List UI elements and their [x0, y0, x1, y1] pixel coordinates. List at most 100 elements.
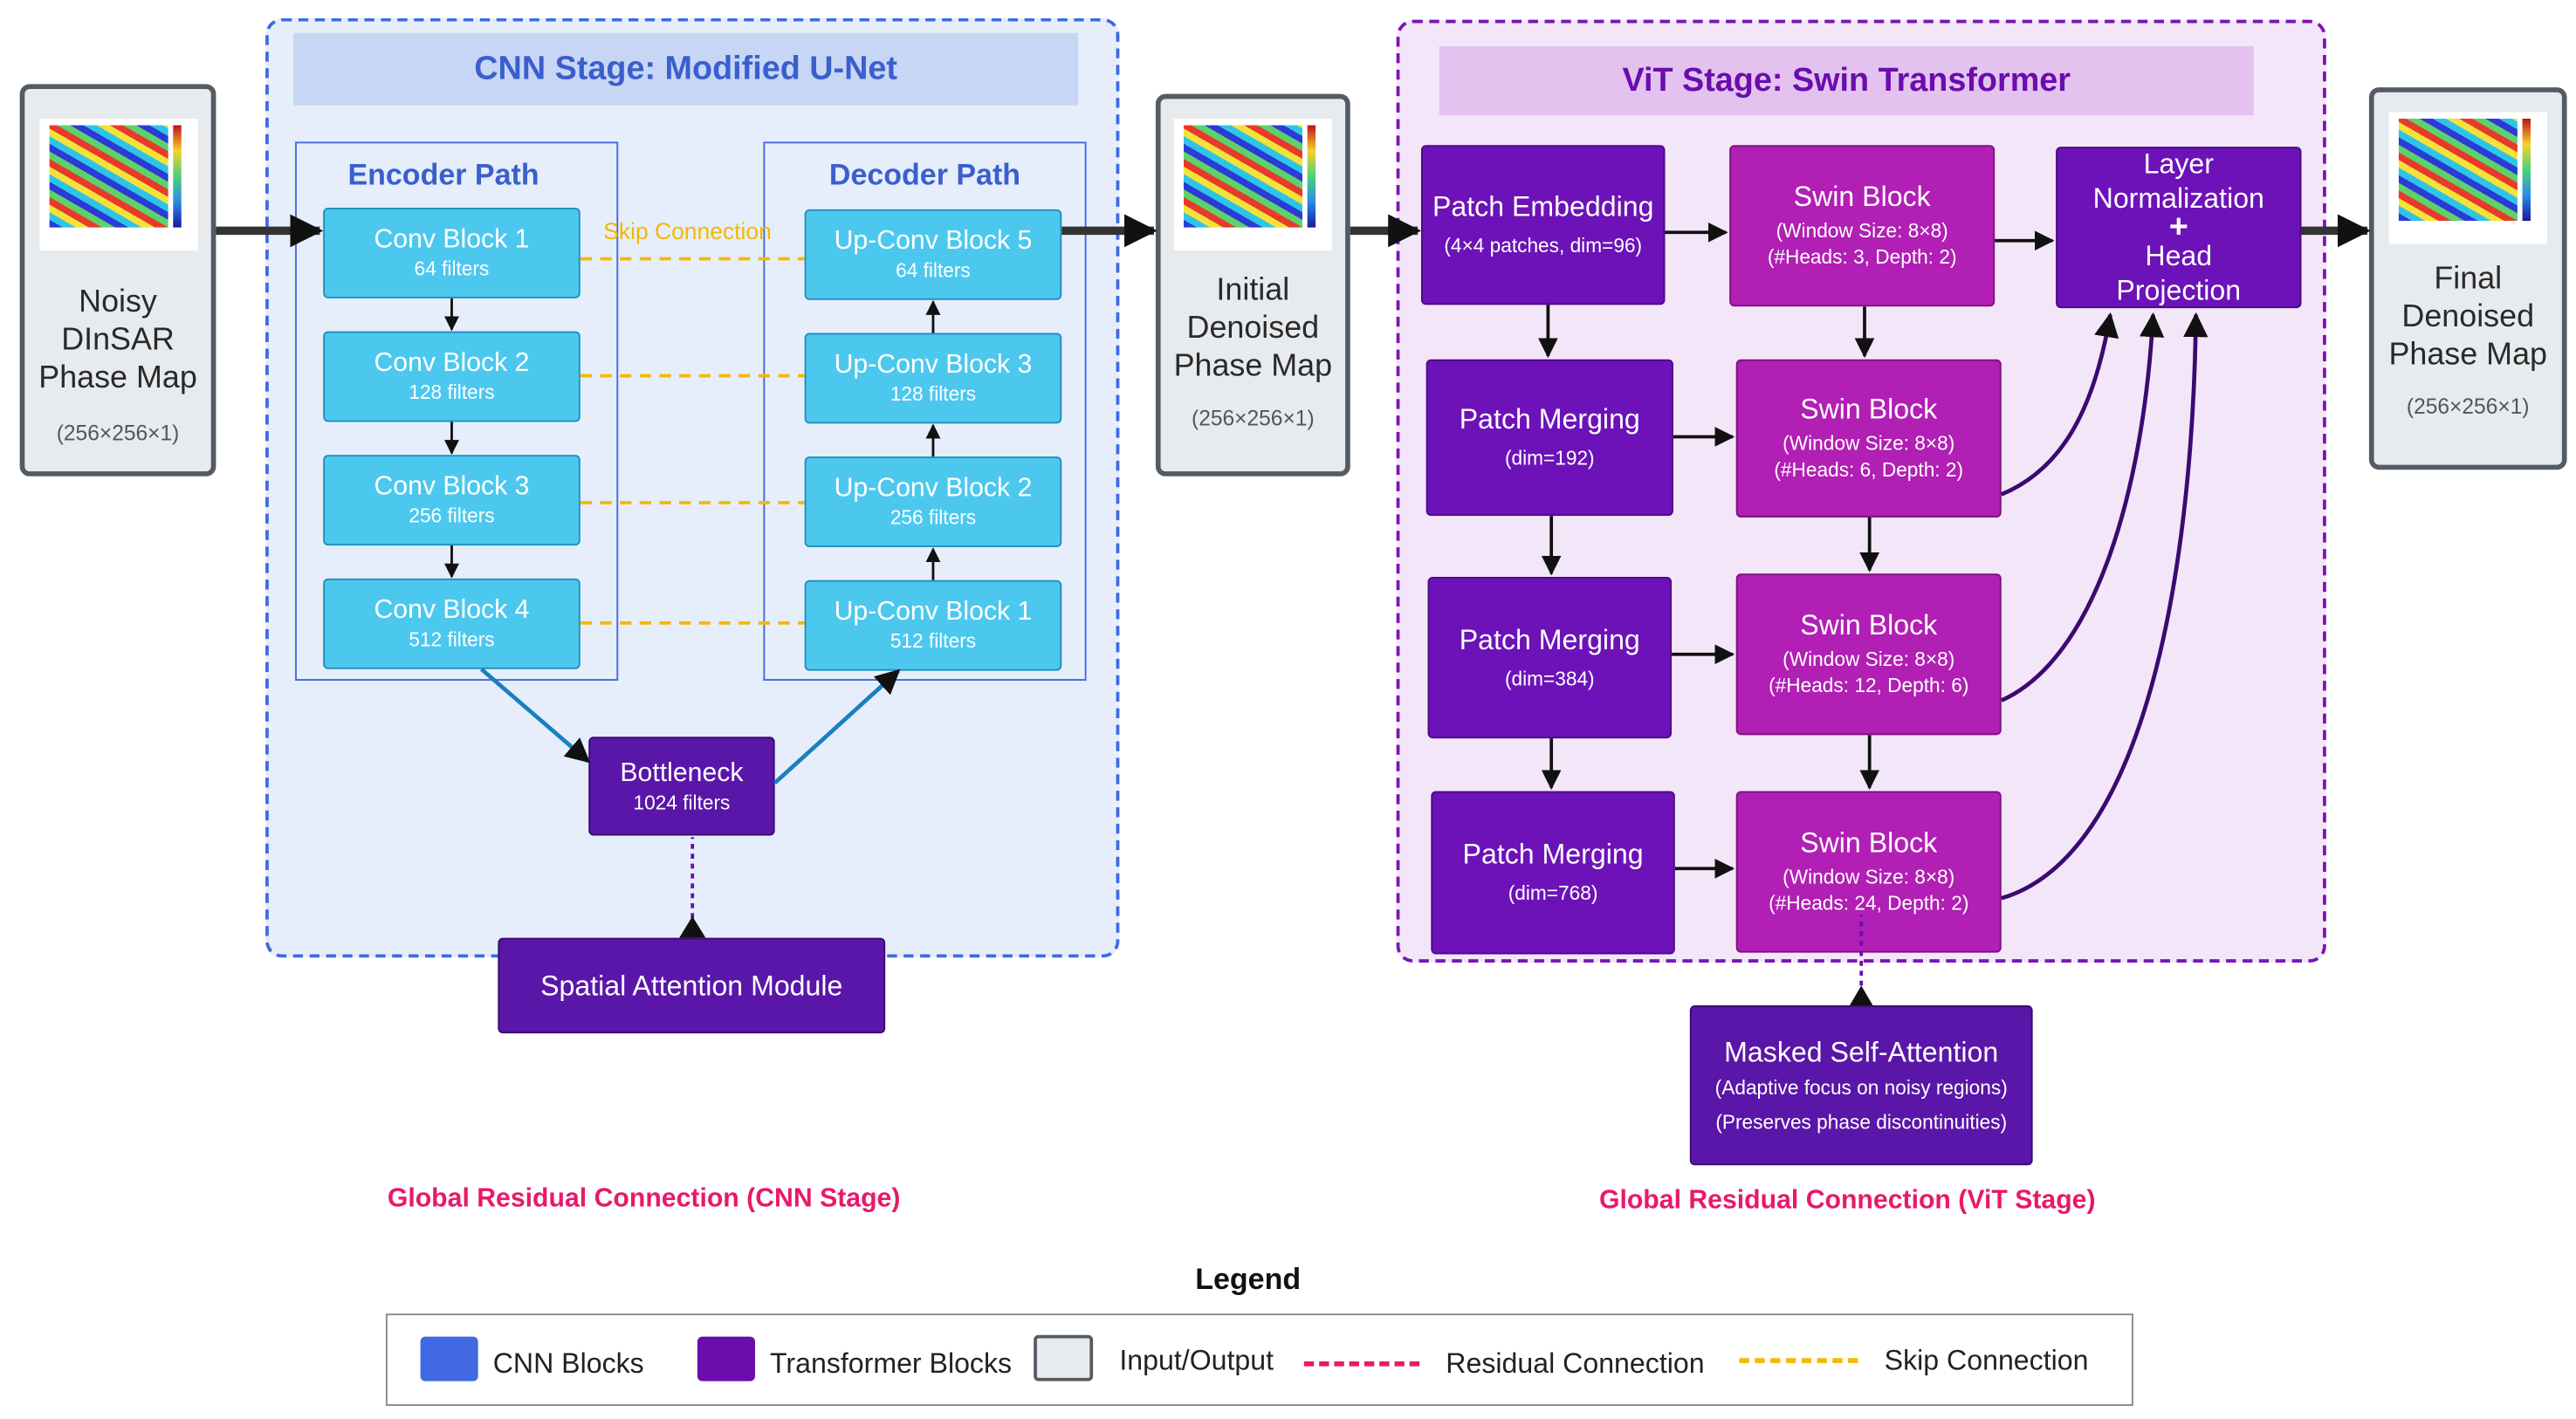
bottleneck-label: Bottleneck	[620, 758, 744, 787]
up-conv-block-5-label: Up-Conv Block 5	[834, 227, 1033, 256]
input-title-line-2: DInSAR	[61, 323, 175, 358]
conv-block-1-label: Conv Block 1	[374, 225, 530, 254]
patch-embedding-block: Patch Embedding (4×4 patches, dim=96)	[1420, 145, 1666, 305]
head-line-2: Normalization	[2092, 182, 2264, 215]
output-title-line-1: Final	[2434, 262, 2503, 297]
swin-block-4-label: Swin Block	[1800, 827, 1938, 859]
swin-block-2: Swin Block (Window Size: 8×8) (#Heads: 6…	[1735, 359, 2002, 518]
vit-residual-note: Global Residual Connection (ViT Stage)	[1598, 1186, 2096, 1215]
up-conv-block-1-label: Up-Conv Block 1	[834, 598, 1033, 627]
attention-arrowhead	[679, 916, 706, 938]
up-conv-block-3-filters: 128 filters	[890, 382, 977, 406]
swin-block-2-label: Swin Block	[1800, 394, 1938, 426]
skip-connection-label: Skip Connection	[603, 217, 772, 244]
input-dimensions: (256×256×1)	[56, 420, 180, 445]
arrow-conv4-bottleneck	[479, 667, 591, 764]
up-conv-block-5-filters: 64 filters	[896, 258, 971, 282]
legend-title: Legend	[1195, 1262, 1302, 1296]
conv-block-2-label: Conv Block 2	[374, 349, 530, 378]
patch-embedding-sub: (4×4 patches, dim=96)	[1444, 234, 1643, 257]
encoder-path-box	[295, 141, 619, 681]
patch-merging-3-label: Patch Merging	[1462, 839, 1644, 871]
spatial-attention-label: Spatial Attention Module	[540, 970, 843, 1002]
swin-block-1: Swin Block (Window Size: 8×8) (#Heads: 3…	[1729, 145, 1996, 307]
legend-cnn-swatch	[420, 1336, 478, 1381]
head-plus: +	[2168, 209, 2188, 246]
up-conv-block-5: Up-Conv Block 5 64 filters	[804, 209, 1062, 300]
up-conv-block-1-filters: 512 filters	[890, 629, 977, 653]
patch-merging-3-sub: (dim=768)	[1508, 881, 1598, 905]
swin-block-2-window: (Window Size: 8×8)	[1783, 431, 1955, 456]
middle-title-line-2: Denoised	[1186, 311, 1320, 346]
conv-block-3: Conv Block 3 256 filters	[323, 455, 580, 546]
swin-block-4-heads: (#Heads: 24, Depth: 2)	[1769, 891, 1969, 915]
patch-merging-2-sub: (dim=384)	[1504, 666, 1595, 690]
decoder-path-title: Decoder Path	[828, 158, 1021, 192]
up-conv-block-1: Up-Conv Block 1 512 filters	[804, 579, 1062, 671]
vit-stage-title: ViT Stage: Swin Transformer	[1439, 45, 2254, 116]
legend-transformer-swatch	[697, 1336, 755, 1381]
masked-attention-label: Masked Self-Attention	[1724, 1035, 1999, 1067]
input-phase-map: Noisy DInSAR Phase Map (256×256×1)	[19, 84, 216, 476]
cnn-residual-note: Global Residual Connection (CNN Stage)	[387, 1184, 901, 1214]
bottleneck-filters: 1024 filters	[633, 790, 731, 814]
patch-merging-block-3: Patch Merging (dim=768)	[1431, 791, 1675, 955]
swin-block-3: Swin Block (Window Size: 8×8) (#Heads: 1…	[1735, 573, 2002, 736]
masked-attention-sub-2: (Preserves phase discontinuities)	[1715, 1109, 2008, 1134]
swin-block-3-window: (Window Size: 8×8)	[1783, 648, 1955, 671]
swin-block-1-window: (Window Size: 8×8)	[1776, 219, 1948, 243]
legend-io-swatch	[1034, 1334, 1094, 1381]
legend-transformer-label: Transformer Blocks	[769, 1347, 1013, 1380]
input-phase-map-image	[38, 118, 197, 251]
masked-attention-sub-1: (Adaptive focus on noisy regions)	[1714, 1075, 2008, 1099]
initial-denoised-image	[1173, 118, 1332, 251]
final-denoised-phase-map: Final Denoised Phase Map (256×256×1)	[2368, 87, 2567, 470]
head-line-4: Projection	[2116, 275, 2242, 307]
conv-block-2: Conv Block 2 128 filters	[323, 331, 580, 422]
head-line-3: Head	[2145, 240, 2213, 272]
up-conv-block-3-label: Up-Conv Block 3	[834, 351, 1033, 380]
swin-block-1-label: Swin Block	[1793, 181, 1931, 213]
conv-block-1-filters: 64 filters	[414, 257, 490, 281]
up-conv-block-2-label: Up-Conv Block 2	[834, 474, 1033, 504]
legend-residual-line	[1303, 1361, 1420, 1367]
patch-merging-block-2: Patch Merging (dim=384)	[1427, 577, 1673, 739]
legend-io-label: Input/Output	[1119, 1345, 1274, 1376]
output-dimensions: (256×256×1)	[2406, 394, 2530, 419]
head-line-1: Layer	[2143, 147, 2214, 180]
curve-swin3-head	[2000, 312, 2165, 703]
patch-merging-1-sub: (dim=192)	[1504, 446, 1595, 470]
curve-swin4-head	[2001, 312, 2208, 901]
swin-block-4-window: (Window Size: 8×8)	[1783, 865, 1955, 888]
conv-block-3-filters: 256 filters	[409, 504, 495, 528]
patch-merging-block-1: Patch Merging (dim=192)	[1425, 359, 1673, 517]
legend-skip-line	[1739, 1358, 1858, 1363]
swin-block-1-heads: (#Heads: 3, Depth: 2)	[1767, 245, 1957, 269]
layer-norm-head-projection: Layer Normalization + Head Projection	[2056, 147, 2302, 309]
arrow-bottleneck-upconv1	[773, 668, 901, 785]
bottleneck-block: Bottleneck 1024 filters	[588, 737, 775, 836]
conv-block-1: Conv Block 1 64 filters	[323, 207, 580, 298]
patch-embedding-label: Patch Embedding	[1432, 191, 1654, 223]
conv-block-2-filters: 128 filters	[409, 380, 495, 404]
decoder-path-box	[763, 141, 1087, 681]
middle-title-line-1: Initial	[1216, 273, 1290, 309]
spatial-attention-module: Spatial Attention Module	[498, 937, 886, 1034]
middle-dimensions: (256×256×1)	[1192, 405, 1315, 430]
up-conv-block-3: Up-Conv Block 3 128 filters	[804, 332, 1062, 424]
encoder-path-title: Encoder Path	[347, 158, 539, 192]
middle-title-line-3: Phase Map	[1173, 349, 1333, 385]
output-title-line-3: Phase Map	[2388, 338, 2548, 373]
masked-self-attention-block: Masked Self-Attention (Adaptive focus on…	[1689, 1005, 2033, 1166]
patch-merging-1-label: Patch Merging	[1459, 403, 1640, 435]
conv-block-4: Conv Block 4 512 filters	[323, 578, 580, 669]
legend-cnn-label: CNN Blocks	[492, 1347, 644, 1380]
patch-merging-2-label: Patch Merging	[1459, 623, 1640, 655]
conv-block-4-filters: 512 filters	[409, 627, 495, 651]
conv-block-3-label: Conv Block 3	[374, 473, 530, 502]
swin-block-3-label: Swin Block	[1800, 609, 1938, 641]
input-title-line-1: Noisy	[79, 284, 157, 320]
final-denoised-image	[2388, 112, 2547, 244]
swin-block-2-heads: (#Heads: 6, Depth: 2)	[1774, 458, 1964, 482]
